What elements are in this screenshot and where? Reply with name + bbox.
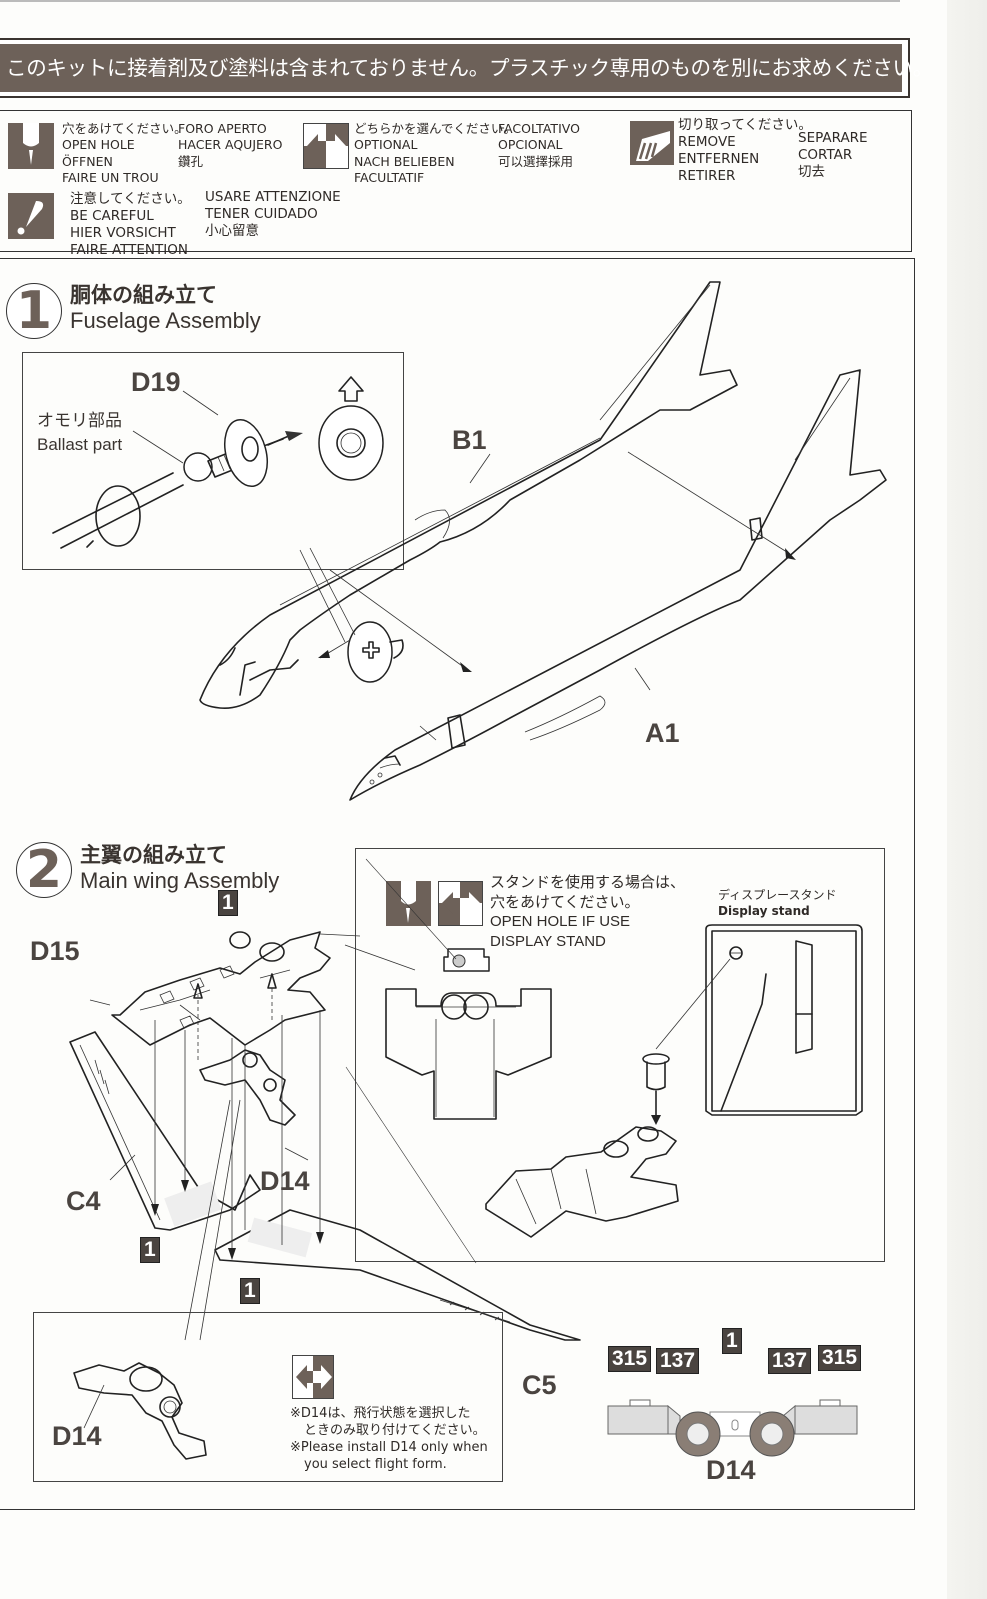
legend-line: 可以選擇採用	[498, 153, 574, 169]
fuselage-drawing	[199, 281, 887, 801]
display-stand-inset: スタンドを使用する場合は、 穴をあけてください。 OPEN HOLE IF US…	[345, 848, 885, 1264]
legend-line: TENER CUIDADO	[205, 206, 318, 222]
legend-open-hole-text-b: FORO APERTO HACER AQUJERO 鑽孔	[178, 121, 282, 170]
legend-careful-text: 注意してください。 BE CAREFUL HIER VORSICHT FAIRE…	[70, 191, 191, 259]
display-stand-label-ja: ディスプレースタンド	[718, 888, 837, 902]
legend-line: CORTAR	[798, 147, 853, 163]
legend-line: OPCIONAL	[498, 137, 563, 153]
legend-line: SEPARARE	[798, 130, 868, 146]
legend-line: 切去	[798, 164, 825, 180]
step-1-number: 1	[6, 283, 62, 339]
color-badge-1: 1	[218, 890, 238, 916]
color-badge-315-right: 315	[818, 1345, 862, 1371]
instructions-frame	[0, 258, 915, 1510]
part-label-b1: B1	[452, 425, 487, 455]
step-2-title: 主翼の組み立て Main wing Assembly	[80, 842, 279, 894]
part-label-d15: D15	[30, 936, 80, 966]
step-2-number: 2	[16, 842, 72, 898]
stand-note-line: 穴をあけてください。	[490, 893, 640, 911]
part-label-d14: D14	[260, 1166, 310, 1196]
step-2-title-en: Main wing Assembly	[80, 868, 280, 893]
part-label-a1: A1	[645, 718, 680, 748]
d14-note-line: ときのみ取り付けてください。	[304, 1423, 486, 1438]
legend-line: どちらかを選んでください。	[354, 121, 516, 136]
page-edge-shadow	[947, 0, 987, 1599]
legend-line: REMOVE	[678, 134, 736, 150]
stand-note-line: OPEN HOLE IF USE	[490, 913, 631, 930]
legend-line: 小心留意	[205, 223, 259, 239]
legend-line: OPTIONAL	[354, 137, 418, 153]
legend-line: FACULTATIF	[354, 169, 425, 185]
stand-drawing	[345, 858, 863, 1264]
color-badge-137-left: 137	[656, 1348, 700, 1374]
step-2-title-ja: 主翼の組み立て	[80, 843, 227, 867]
main-wing-exploded-drawing	[69, 931, 581, 1341]
legend-optional-text-b: FACOLTATIVO OPCIONAL 可以選擇採用	[498, 121, 580, 170]
color-badge-1: 1	[140, 1237, 160, 1263]
d14-detail-inset: D14 ※D14は、飛行状態を選択した ときのみ取り付けてください。 ※Plea…	[33, 1312, 503, 1482]
legend-line: 穴をあけてください。	[62, 121, 187, 136]
step-1-title-ja: 胴体の組み立て	[70, 283, 217, 307]
ballast-drawing	[52, 376, 384, 549]
legend-line: FAIRE ATTENTION	[70, 242, 188, 258]
display-stand-label-en: Display stand	[718, 904, 810, 918]
optional-arrows-icon	[292, 1355, 334, 1399]
legend-remove-text-b: SEPARARE CORTAR 切去	[798, 130, 868, 181]
d14-note-line: ※D14は、飛行状態を選択した	[290, 1406, 471, 1421]
display-stand-label: ディスプレースタンド Display stand	[718, 887, 837, 919]
d14-note-line: you select flight form.	[304, 1457, 447, 1472]
ballast-label-ja: オモリ部品	[37, 411, 122, 430]
part-label-d19: D19	[131, 367, 181, 397]
legend-optional-text: どちらかを選んでください。 OPTIONAL NACH BELIEBEN FAC…	[354, 121, 516, 186]
legend-remove-text: 切り取ってください。 REMOVE ENTFERNEN RETIRER	[678, 117, 812, 185]
d14-drawing	[73, 1362, 207, 1460]
d14-install-note: ※D14は、飛行状態を選択した ときのみ取り付けてください。 ※Please i…	[290, 1405, 488, 1473]
legend-line: 鑽孔	[178, 153, 204, 169]
legend-line: HACER AQUJERO	[178, 137, 283, 153]
d14-note-line: ※Please install D14 only when	[290, 1440, 488, 1455]
caution-icon	[8, 193, 54, 239]
legend-line: FORO APERTO	[178, 121, 267, 136]
legend-careful-text-b: USARE ATTENZIONE TENER CUIDADO 小心留意	[205, 189, 341, 240]
legend-line: FAIRE UN TROU	[62, 169, 159, 185]
part-label-c4: C4	[66, 1186, 101, 1216]
legend-line: ENTFERNEN	[678, 151, 760, 167]
part-label-c5: C5	[522, 1370, 557, 1400]
symbol-legend: 穴をあけてください。 OPEN HOLE ÖFFNEN FAIRE UN TRO…	[0, 110, 912, 258]
stand-note-line: DISPLAY STAND	[490, 932, 606, 950]
legend-line: HIER VORSICHT	[70, 225, 176, 241]
top-rule	[0, 0, 900, 2]
step-1-title: 胴体の組み立て Fuselage Assembly	[70, 282, 261, 334]
color-badge-1: 1	[240, 1278, 260, 1304]
legend-line: FACOLTATIVO	[498, 121, 580, 136]
legend-line: RETIRER	[678, 168, 736, 184]
cut-knife-icon	[630, 121, 674, 165]
optional-arrows-icon	[438, 881, 483, 926]
color-badge-137-right: 137	[768, 1348, 812, 1374]
drill-icon	[386, 881, 431, 926]
legend-line: OPEN HOLE	[62, 137, 135, 153]
d14-color-diagram	[607, 1399, 858, 1457]
legend-line: 注意してください。	[70, 191, 191, 207]
legend-line: ÖFFNEN	[62, 153, 113, 169]
part-label-d14-detail: D14	[52, 1421, 102, 1451]
legend-open-hole-text: 穴をあけてください。 OPEN HOLE ÖFFNEN FAIRE UN TRO…	[62, 121, 187, 186]
ballast-detail-inset: D19 オモリ部品 Ballast part	[22, 352, 404, 570]
color-badge-1-center: 1	[722, 1328, 742, 1354]
step-1-title-en: Fuselage Assembly	[70, 308, 261, 333]
stand-hole-note: スタンドを使用する場合は、 穴をあけてください。 OPEN HOLE IF US…	[490, 873, 685, 951]
optional-arrows-icon	[303, 123, 349, 169]
legend-line: USARE ATTENZIONE	[205, 189, 341, 205]
notice-banner: このキットに接着剤及び塗料は含まれておりません。プラスチック専用のものを別にお求…	[0, 44, 933, 92]
legend-line: 切り取ってください。	[678, 117, 812, 133]
stand-note-line: スタンドを使用する場合は、	[490, 874, 686, 891]
legend-line: BE CAREFUL	[70, 208, 154, 224]
color-badge-315-left: 315	[608, 1346, 652, 1372]
legend-line: NACH BELIEBEN	[354, 153, 455, 169]
ballast-label-en: Ballast part	[37, 435, 123, 454]
part-label-d14-decal: D14	[706, 1455, 756, 1485]
ballast-part-label: オモリ部品 Ballast part	[37, 409, 122, 457]
drill-icon	[8, 123, 54, 169]
